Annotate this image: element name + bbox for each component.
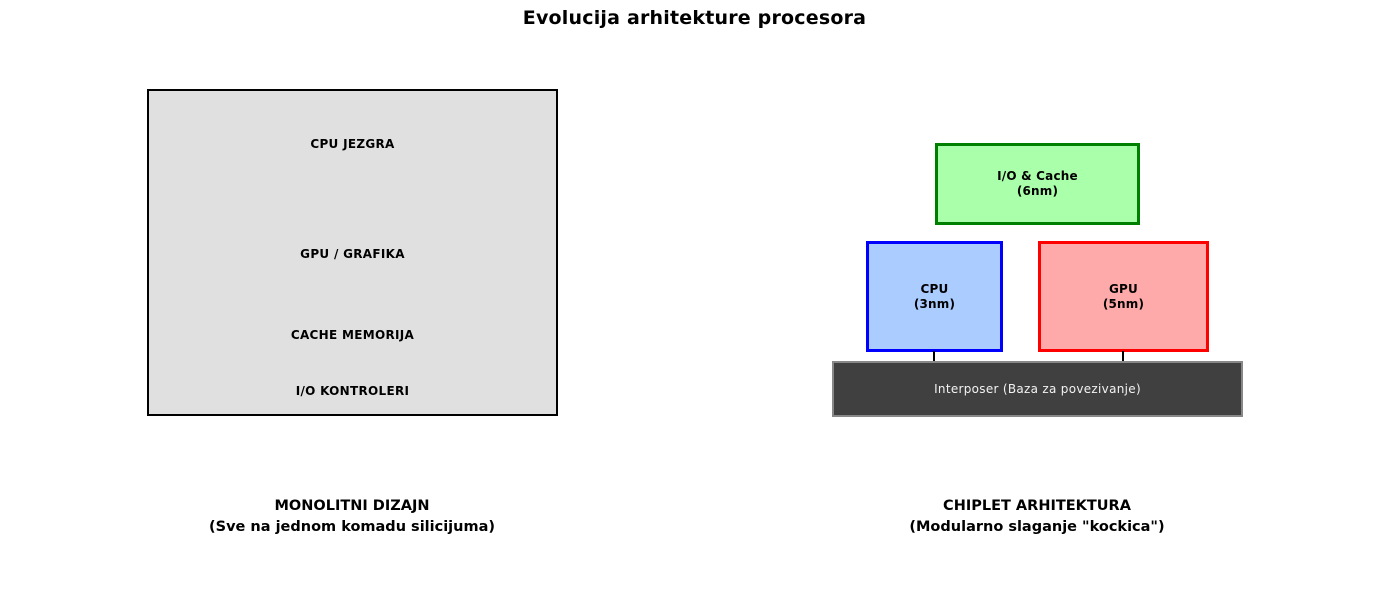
chiplet-caption: CHIPLET ARHITEKTURA (Modularno slaganje … bbox=[787, 496, 1287, 538]
monolithic-label-cpu: CPU JEZGRA bbox=[310, 137, 395, 151]
chiplet-io-cache-node: (6nm) bbox=[1016, 184, 1059, 198]
monolithic-label-gpu: GPU / GRAFIKA bbox=[300, 247, 405, 261]
chiplet-gpu-node: (5nm) bbox=[1102, 296, 1145, 311]
monolithic-label-io: I/O KONTROLERI bbox=[295, 384, 410, 398]
monolithic-caption: MONOLITNI DIZAJN (Sve na jednom komadu s… bbox=[102, 496, 602, 538]
diagram-title: Evolucija arhitekture procesora bbox=[522, 7, 867, 29]
chiplet-cpu-node: (3nm) bbox=[913, 296, 956, 311]
interposer-label: Interposer (Baza za povezivanje) bbox=[934, 382, 1141, 396]
monolithic-die-box: CPU JEZGRA GPU / GRAFIKA CACHE MEMORIJA … bbox=[147, 89, 558, 416]
chiplet-cpu-box: CPU (3nm) bbox=[866, 241, 1003, 352]
chiplet-gpu-label: GPU bbox=[1109, 281, 1138, 296]
monolithic-label-cache: CACHE MEMORIJA bbox=[290, 328, 415, 342]
chiplet-caption-line2: (Modularno slaganje "kockica") bbox=[909, 519, 1165, 535]
chiplet-gpu-box: GPU (5nm) bbox=[1038, 241, 1209, 352]
interposer-box: Interposer (Baza za povezivanje) bbox=[832, 361, 1243, 417]
monolithic-caption-line2: (Sve na jednom komadu silicijuma) bbox=[209, 519, 495, 535]
chiplet-io-cache-label: I/O & Cache bbox=[997, 169, 1078, 183]
chiplet-caption-line1: CHIPLET ARHITEKTURA bbox=[943, 498, 1131, 514]
monolithic-caption-line1: MONOLITNI DIZAJN bbox=[274, 498, 430, 514]
chiplet-cpu-label: CPU bbox=[920, 281, 949, 296]
gpu-interposer-connector bbox=[1122, 351, 1124, 362]
chiplet-io-cache-box: I/O & Cache (6nm) bbox=[935, 143, 1140, 225]
cpu-interposer-connector bbox=[933, 351, 935, 362]
